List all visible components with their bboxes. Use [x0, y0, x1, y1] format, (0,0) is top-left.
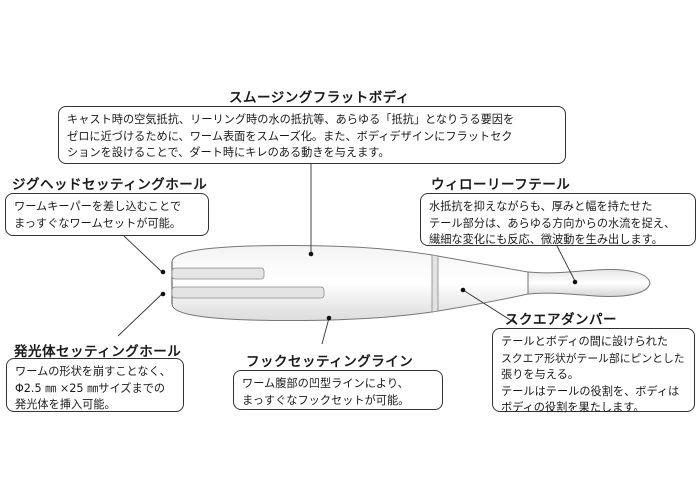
- leader-luminous: [117, 293, 163, 337]
- luminous-setting-hole-title: 発光体セッティングホール: [14, 344, 182, 360]
- square-line-5: ボディの役割を果たします。: [501, 401, 645, 414]
- willow-line-1: 水抵抗を抑えながらも、厚みと幅を持たせた: [429, 200, 653, 213]
- hook-setting-line-title: フックセッティングライン: [246, 354, 414, 370]
- jighead-line-2: まっすぐなワームセットが可能。: [14, 216, 182, 230]
- leader-square: [462, 289, 516, 324]
- smoothing-line-2: ゼロに近づけるために、ワーム表面をスムーズ化。また、ボディデザインにフラットセク: [67, 129, 513, 143]
- hook-line-2: まっすぐなフックセットが可能。: [242, 393, 410, 407]
- marker-square: [460, 287, 466, 293]
- willow-line-2: テール部分は、あらゆる方向からの水流を捉え、: [429, 216, 676, 230]
- square-damper-box: テールとボディの間に設けられた スクエア形状がテール部にピンとした 張りを与える…: [492, 328, 695, 414]
- square-line-4: テールはテールの役割を、ボディは: [501, 384, 680, 398]
- marker-jighead: [160, 269, 166, 275]
- smoothing-flat-body-box: キャスト時の空気抵抗、リーリング時の水の抵抗等、あらゆる「抵抗」となりうる要因を…: [58, 106, 566, 164]
- luminous-setting-hole-box: ワームの形状を崩すことなく、 Φ2.5 ㎜ ×25 ㎜サイズまでの 発光体を挿入…: [6, 358, 184, 412]
- willow-leaf-tail: [527, 269, 651, 297]
- square-damper-title: スクエアダンパー: [505, 312, 617, 328]
- marker-hook: [326, 315, 332, 321]
- jighead-setting-hole-title: ジグヘッドセッティングホール: [12, 177, 208, 193]
- willow-leaf-tail-title: ウィローリーフテール: [431, 177, 571, 193]
- smoothing-line-1: キャスト時の空気抵抗、リーリング時の水の抵抗等、あらゆる「抵抗」となりうる要因を: [67, 113, 515, 126]
- marker-luminous: [160, 291, 166, 297]
- jighead-setting-hole-box: ワームキーパーを差し込むことで まっすぐなワームセットが可能。: [5, 193, 209, 236]
- luminous-line-2: Φ2.5 ㎜ ×25 ㎜サイズまでの: [15, 381, 166, 395]
- smoothing-line-3: ションを設けることで、ダート時にキレのある動きを与えます。: [67, 146, 390, 159]
- marker-willow: [572, 279, 578, 285]
- leader-hook: [321, 317, 330, 345]
- square-line-2: スクエア形状がテール部にピンとした: [501, 351, 685, 365]
- square-line-1: テールとボディの間に設けられた: [501, 335, 669, 348]
- luminous-line-3: 発光体を挿入可能。: [15, 398, 116, 411]
- smoothing-flat-body-title: スムージングフラットボディ: [229, 90, 410, 106]
- luminous-slot: [171, 286, 325, 299]
- marker-smoothing: [308, 251, 314, 257]
- square-line-3: 張りを与える。: [501, 368, 579, 381]
- jighead-slot: [171, 267, 265, 280]
- leader-jighead: [123, 235, 163, 273]
- willow-leaf-tail-box: 水抵抗を抑えながらも、厚みと幅を持たせた テール部分は、あらゆる方向からの水流を…: [420, 193, 696, 246]
- square-damper: [431, 254, 439, 313]
- leader-willow: [556, 245, 576, 282]
- willow-line-3: 繊細な変化にも反応、微波動を生み出します。: [429, 233, 663, 246]
- luminous-line-1: ワームの形状を崩すことなく、: [15, 365, 171, 378]
- jighead-line-1: ワームキーパーを差し込むことで: [14, 200, 182, 213]
- hook-line-1: ワーム腹部の凹型ラインにより、: [242, 377, 409, 390]
- hook-setting-line-box: ワーム腹部の凹型ラインにより、 まっすぐなフックセットが可能。: [233, 370, 443, 410]
- worm-body: [171, 245, 529, 322]
